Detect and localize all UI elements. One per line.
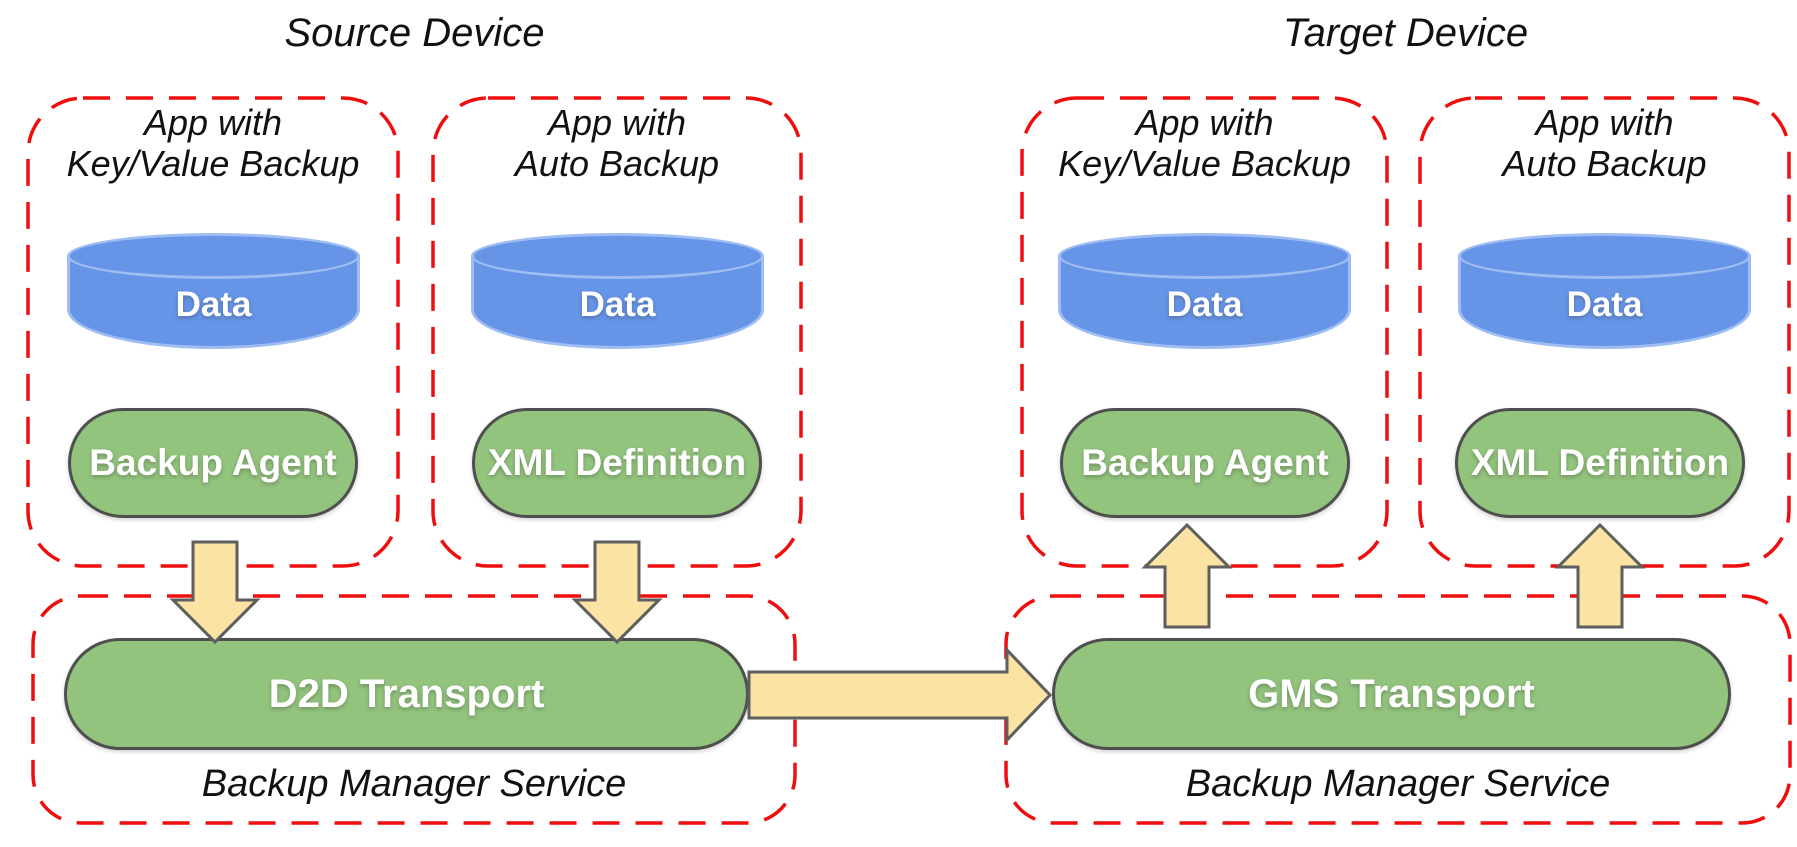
xml-definition-pill-target: XML Definition (1455, 408, 1745, 518)
app-label-source-auto: App with Auto Backup (433, 102, 801, 184)
app-label-line2: Key/Value Backup (66, 143, 360, 184)
source-device-title: Source Device (284, 11, 545, 55)
transport-label: D2D Transport (268, 671, 545, 716)
data-label: Data (175, 285, 252, 324)
component-label: XML Definition (487, 442, 747, 483)
component-label: XML Definition (1470, 442, 1730, 483)
component-label: Backup Agent (1081, 442, 1329, 483)
right-arrow-icon-d2d-to-gms (747, 646, 1053, 744)
target-device-title: Target Device (1282, 11, 1529, 55)
cylinder-top (67, 233, 360, 279)
app-label-line2: Auto Backup (1502, 143, 1707, 184)
backup-manager-service-label-target: Backup Manager Service (1185, 763, 1611, 805)
data-label: Data (1166, 285, 1243, 324)
down-arrow-icon-backup-agent-to-d2d (169, 540, 261, 645)
backup-agent-pill-source: Backup Agent (68, 408, 358, 518)
cylinder-top (1058, 233, 1351, 279)
cylinder-top (471, 233, 764, 279)
component-label: Backup Agent (89, 442, 337, 483)
up-arrow-icon-gms-to-xml (1554, 522, 1646, 629)
app-label-source-keyvalue: App with Key/Value Backup (28, 102, 398, 184)
up-arrow-icon-gms-to-backup-agent (1141, 522, 1233, 629)
app-label-line2: Key/Value Backup (1058, 143, 1351, 184)
app-label-line1: App with (1535, 102, 1674, 143)
data-cylinder-source-auto: Data (471, 233, 764, 349)
gms-transport-pill: GMS Transport (1052, 638, 1731, 750)
app-label-line1: App with (547, 102, 687, 143)
app-label-line1: App with (143, 102, 283, 143)
backup-agent-pill-target: Backup Agent (1060, 408, 1350, 518)
app-label-target-keyvalue: App with Key/Value Backup (1022, 102, 1387, 184)
xml-definition-pill-source: XML Definition (472, 408, 762, 518)
app-label-line1: App with (1135, 102, 1274, 143)
data-label: Data (579, 285, 656, 324)
backup-manager-service-label-source: Backup Manager Service (201, 763, 627, 805)
data-cylinder-source-keyvalue: Data (67, 233, 360, 349)
cylinder-top (1458, 233, 1751, 279)
down-arrow-icon-xml-to-d2d (571, 540, 663, 645)
transport-label: GMS Transport (1248, 671, 1535, 716)
d2d-transport-pill: D2D Transport (64, 638, 749, 750)
app-label-line2: Auto Backup (514, 143, 720, 184)
data-cylinder-target-auto: Data (1458, 233, 1751, 349)
data-cylinder-target-keyvalue: Data (1058, 233, 1351, 349)
data-label: Data (1566, 285, 1643, 324)
app-label-target-auto: App with Auto Backup (1420, 102, 1789, 184)
